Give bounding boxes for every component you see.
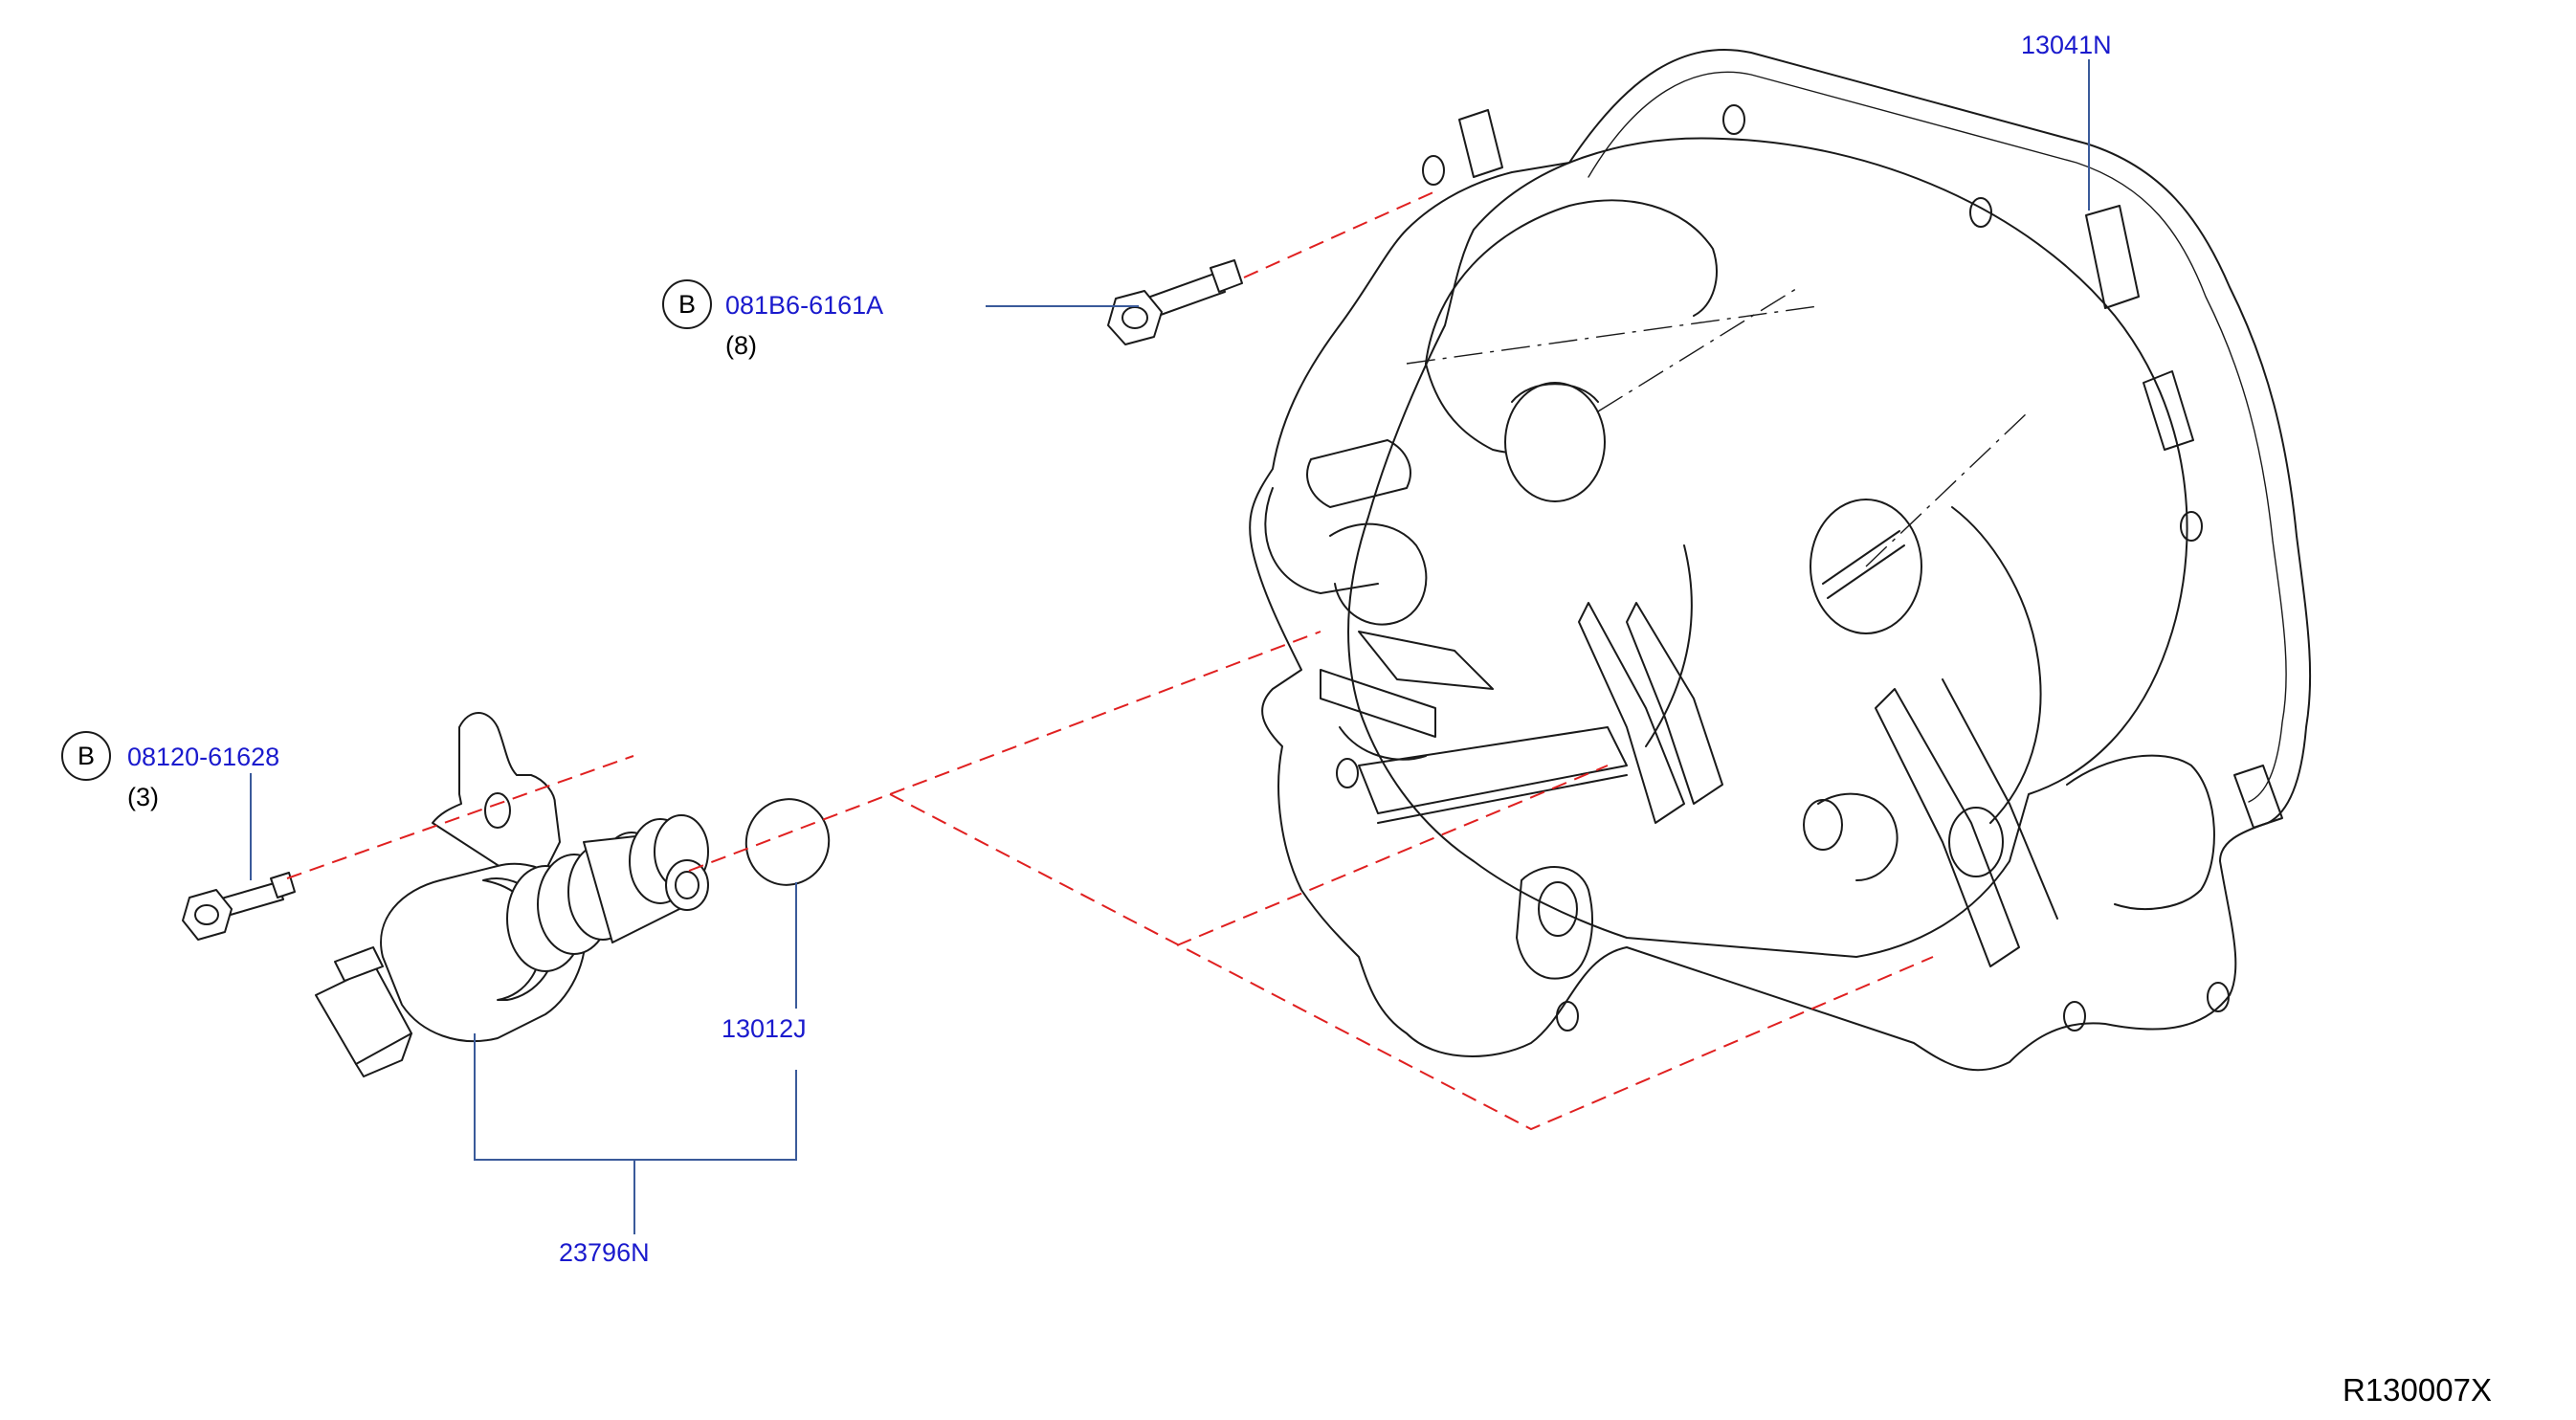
circle-letter: B [78,742,95,770]
callout-valve-bolt: B 08120-61628 (3) [61,731,279,811]
callout-solenoid-valve: 23796N [559,1238,650,1267]
front-cover-illustration [1249,48,2312,1072]
callout-cover-bolt: B 081B6-6161A (8) [662,279,883,360]
assembly-lines [286,190,1934,1131]
quantity-valve-bolt: (3) [127,783,159,811]
callout-o-ring: 13012J [722,1014,807,1043]
o-ring-illustration [744,798,831,886]
part-number-cover-bolt: 081B6-6161A [725,291,883,320]
circle-letter: B [678,290,696,319]
part-number-o-ring: 13012J [722,1014,807,1043]
part-number-valve-bolt: 08120-61628 [127,743,279,771]
quantity-cover-bolt: (8) [725,331,757,360]
circle-b-marker [662,279,712,329]
part-number-cover: 13041N [2021,31,2112,59]
diagram-reference-number: R130007X [2343,1372,2492,1408]
circle-b-marker [61,731,111,781]
cover-bolt-illustration [1107,259,1243,345]
callout-cover: 13041N [2021,31,2112,59]
solenoid-valve-illustration [315,712,709,1077]
valve-bolt-illustration [182,872,296,941]
part-number-solenoid-valve: 23796N [559,1238,650,1267]
leader-lines [250,59,2090,1234]
